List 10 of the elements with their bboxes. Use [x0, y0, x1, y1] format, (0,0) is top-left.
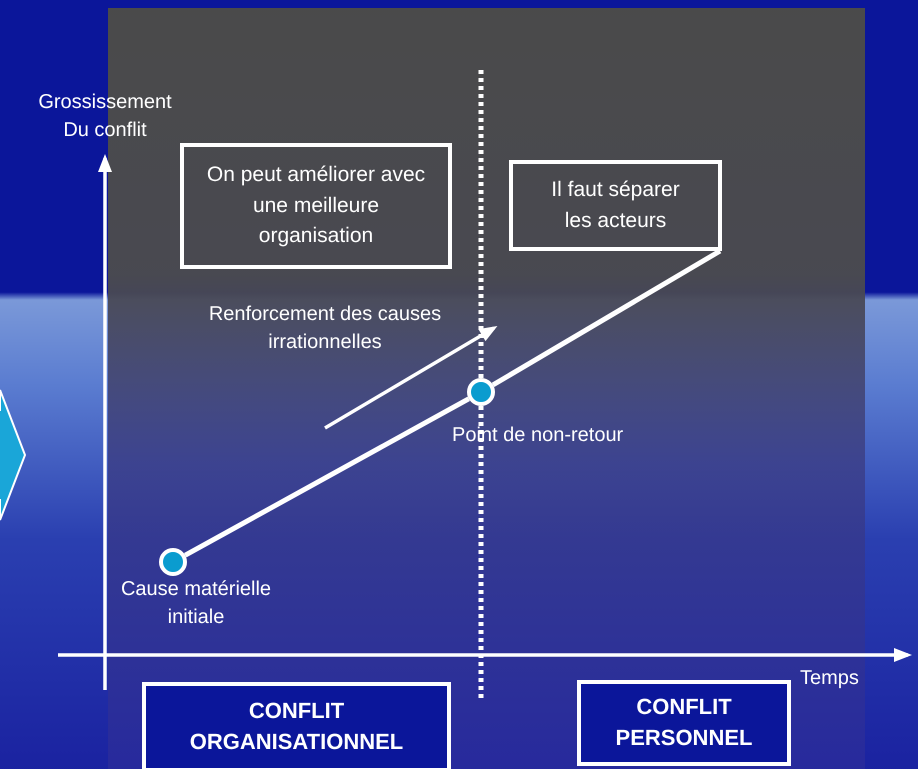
- note-box: On peut améliorer avec une meilleure organisation: [180, 143, 452, 269]
- point-label: Cause matérielle initiale: [120, 577, 272, 630]
- phase-box: CONFLIT PERSONNEL: [577, 680, 791, 766]
- connector-line: [492, 248, 722, 388]
- connector-line: [184, 396, 470, 558]
- axis-label: Grossissement Du conflit: [37, 90, 173, 143]
- annotation-text: Renforcement des causes irrationnelles: [208, 302, 442, 355]
- phase-box: CONFLIT ORGANISATIONNEL: [142, 682, 451, 769]
- axis-label: Temps: [800, 666, 860, 691]
- note-box: Il faut séparer les acteurs: [509, 160, 722, 251]
